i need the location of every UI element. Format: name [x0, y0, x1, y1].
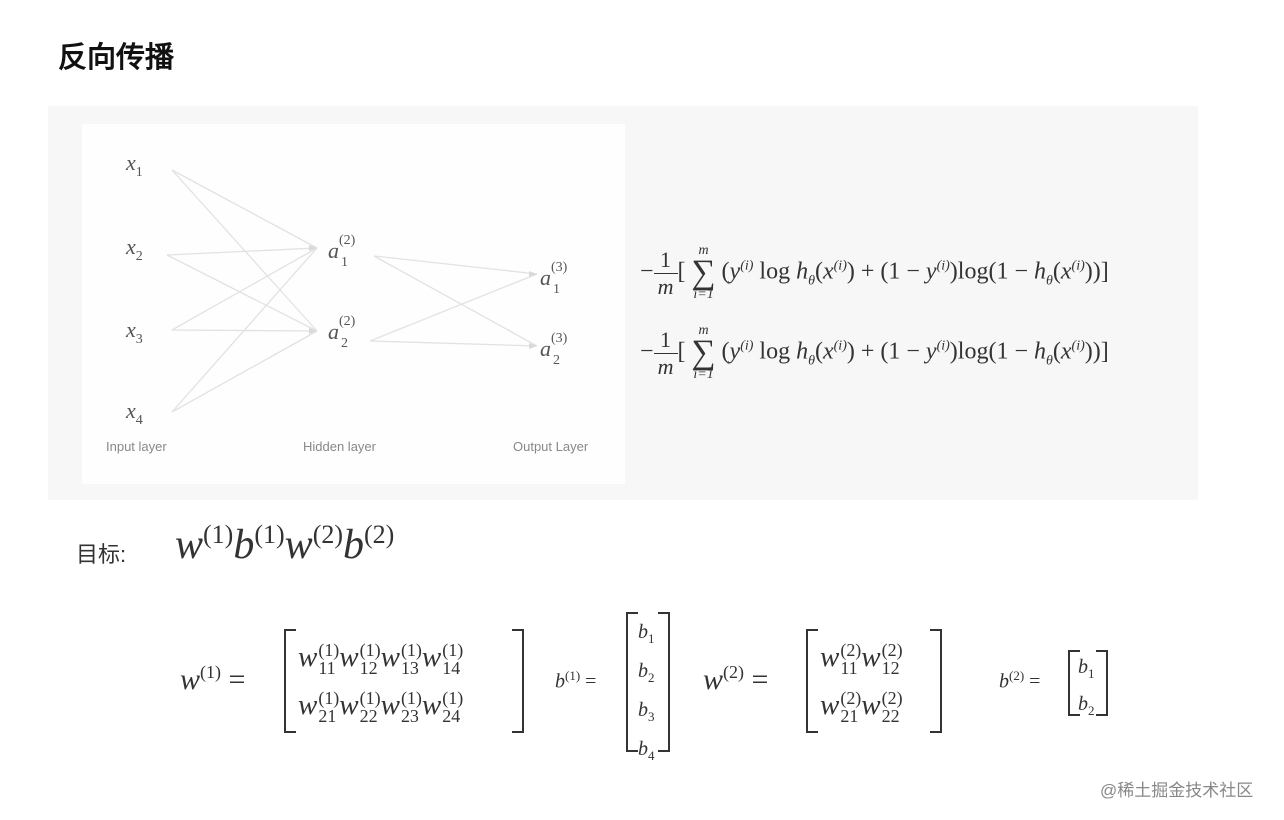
b2-entry-1: b1: [1078, 656, 1095, 681]
w2-equation-lhs: w(2) =: [703, 662, 769, 696]
matrix-entry: w: [820, 689, 840, 721]
matrix-entry: w: [298, 641, 318, 673]
matrix-entry: w: [298, 689, 318, 721]
b2-entry-2: b2: [1078, 693, 1095, 718]
w1-equation-lhs: w(1) =: [180, 662, 246, 696]
page-title: 反向传播: [58, 42, 175, 74]
arrowheads: [309, 245, 537, 349]
output-layer-label: Output Layer: [513, 439, 589, 454]
b1-entry-1: b1: [638, 621, 655, 646]
input-node-2: x2: [125, 234, 143, 264]
matrix-entry: w: [339, 641, 359, 673]
matrix-entry: w: [421, 641, 442, 673]
network-diagram: x1 x2 x3 x4 a(2) 1 a(2) 2 a(3) 1 a(3) 2 …: [82, 124, 625, 484]
network-diagram-svg: x1 x2 x3 x4 a(2) 1 a(2) 2 a(3) 1 a(3) 2 …: [106, 150, 589, 454]
matrix-entry: w: [820, 641, 840, 673]
output-node-1-sub: 1: [553, 282, 560, 297]
input-node-3: x3: [125, 317, 143, 347]
matrix-entry: w: [861, 689, 881, 721]
input-layer-label: Input layer: [106, 439, 167, 454]
b1-entry-3: b3: [638, 699, 655, 724]
matrix-entry: w: [339, 689, 359, 721]
b1-entry-4: b4: [638, 738, 655, 763]
matrix-entry: w: [380, 689, 400, 721]
matrix-entry: w: [421, 689, 442, 721]
input-node-1: x1: [125, 150, 143, 180]
hidden-node-2: a(2): [328, 314, 356, 344]
hidden-node-1: a(2): [328, 233, 356, 263]
output-node-2: a(3): [540, 331, 568, 361]
hidden-layer-label: Hidden layer: [303, 439, 377, 454]
target-formula: w(1)b(1)w(2)b(2): [175, 520, 395, 568]
output-node-2-sub: 2: [553, 353, 560, 368]
b1-vector: b1 b2 b3 b4: [626, 612, 670, 763]
b2-equation-lhs: b(2) =: [999, 668, 1041, 693]
hidden-node-1-sub: 1: [341, 255, 348, 270]
b1-entry-2: b2: [638, 660, 655, 685]
connection-lines: [166, 169, 538, 413]
matrix-entry: w: [380, 641, 400, 673]
target-label: 目标:: [76, 542, 127, 567]
watermark: @稀土掘金技术社区: [1100, 781, 1254, 800]
hidden-node-2-sub: 2: [341, 336, 348, 351]
input-node-4: x4: [125, 398, 143, 428]
output-node-1: a(3): [540, 260, 568, 290]
b1-equation-lhs: b(1) =: [555, 668, 597, 693]
matrix-entry: w: [861, 641, 881, 673]
